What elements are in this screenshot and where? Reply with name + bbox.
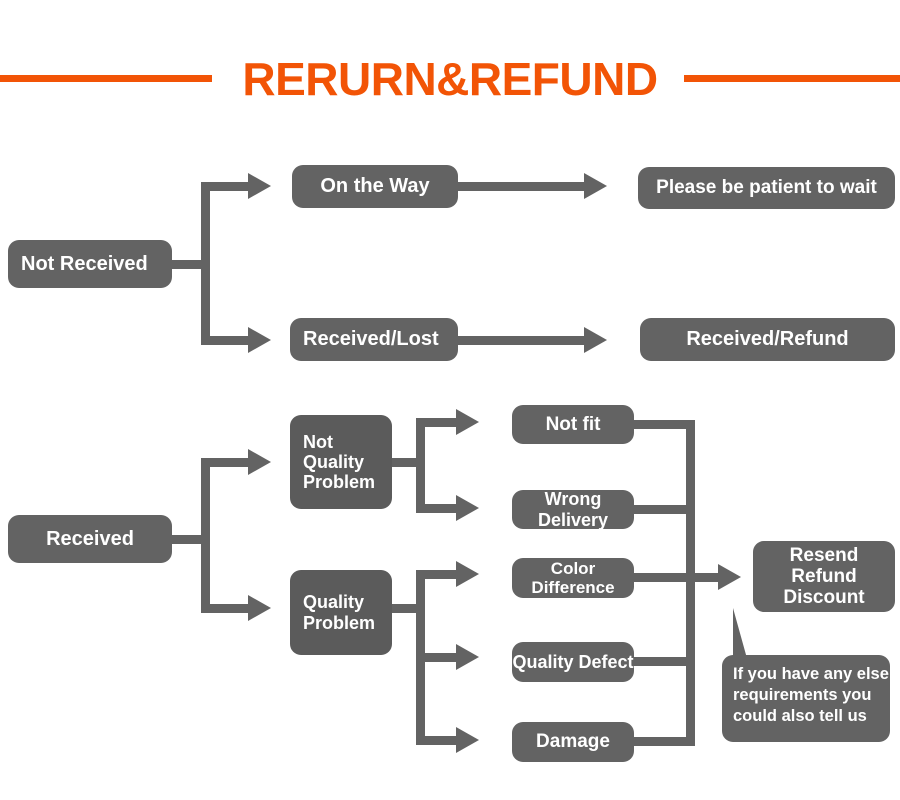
- page-header: RERURN&REFUND: [0, 48, 900, 108]
- connector-not-fit-merge: [632, 420, 694, 429]
- connector-to-damage: [416, 736, 458, 745]
- connector-to-wrong-delivery: [416, 504, 458, 513]
- connector-damage-merge: [632, 737, 694, 746]
- connector-to-color-difference: [416, 570, 458, 579]
- connector-on-the-way-to-result: [456, 182, 586, 191]
- outcome-line1: Resend: [789, 544, 859, 566]
- connector-received-lost-to-result: [456, 336, 586, 345]
- arrowhead-to-color-difference: [456, 561, 479, 587]
- connector-to-quality-problem: [201, 604, 249, 613]
- node-not-quality-problem-line1: Not: [303, 431, 333, 452]
- arrowhead-to-quality-defect: [456, 644, 479, 670]
- arrowhead-to-outcome: [718, 564, 741, 590]
- node-not-quality-problem-line3: Problem: [303, 472, 376, 493]
- node-damage[interactable]: Damage: [512, 722, 634, 762]
- outcome-line2: Refund: [791, 565, 857, 587]
- connector-to-on-the-way: [201, 182, 249, 191]
- node-quality-problem[interactable]: Quality Problem: [290, 570, 392, 655]
- node-received-refund[interactable]: Received/Refund: [640, 318, 895, 361]
- node-not-received[interactable]: Not Received: [8, 240, 172, 288]
- connector-to-quality-defect: [416, 653, 458, 662]
- title-rule-left: [0, 75, 212, 82]
- connector-to-received-lost: [201, 336, 249, 345]
- connector-to-not-fit: [416, 418, 458, 427]
- node-please-be-patient-to-wait[interactable]: Please be patient to wait: [638, 167, 895, 209]
- node-on-the-way[interactable]: On the Way: [292, 165, 458, 208]
- connector-received-bus: [201, 458, 210, 613]
- connector-outcome-merge-bus: [686, 420, 695, 746]
- callout-bubble[interactable]: If you have any else requirements you co…: [722, 655, 890, 742]
- node-not-fit[interactable]: Not fit: [512, 405, 634, 444]
- node-not-quality-problem-line2: Quality: [303, 451, 365, 472]
- node-quality-problem-line1: Quality: [303, 592, 365, 613]
- callout-line1: If you have any else: [733, 665, 889, 683]
- node-quality-defect[interactable]: Quality Defect: [512, 642, 634, 682]
- connector-not-received-stem: [170, 260, 210, 269]
- node-quality-problem-line2: Problem: [303, 612, 376, 633]
- connector-nqp-bus: [416, 418, 425, 513]
- connector-to-outcome: [686, 573, 720, 582]
- connector-received-stem: [170, 535, 210, 544]
- connector-not-received-bus: [201, 182, 210, 345]
- connector-to-not-quality-problem: [201, 458, 249, 467]
- callout-line2: requirements you: [733, 686, 872, 705]
- title-rule-right: [684, 75, 900, 82]
- arrowhead-to-wrong-delivery: [456, 495, 479, 521]
- arrowhead-to-received-refund: [584, 327, 607, 353]
- arrowhead-to-not-quality-problem: [248, 449, 271, 475]
- outcome-line3: Discount: [783, 587, 865, 609]
- arrowhead-to-quality-problem: [248, 595, 271, 621]
- node-color-difference[interactable]: Color Difference: [512, 558, 634, 598]
- arrowhead-to-on-the-way: [248, 173, 271, 199]
- callout-line3: could also tell us: [733, 707, 867, 726]
- connector-qp-stem: [390, 604, 425, 613]
- connector-quality-defect-merge: [632, 657, 694, 666]
- arrowhead-to-please-be-patient: [584, 173, 607, 199]
- node-not-quality-problem[interactable]: Not Quality Problem: [290, 415, 392, 509]
- arrowhead-to-not-fit: [456, 409, 479, 435]
- page-title: RERURN&REFUND: [242, 53, 658, 105]
- connector-wrong-delivery-merge: [632, 505, 694, 514]
- node-wrong-delivery[interactable]: Wrong Delivery: [512, 489, 634, 530]
- connector-color-difference-merge: [632, 573, 694, 582]
- node-resend-refund-discount[interactable]: Resend Refund Discount: [753, 541, 895, 612]
- arrowhead-to-damage: [456, 727, 479, 753]
- node-received-lost[interactable]: Received/Lost: [290, 318, 458, 361]
- connector-nqp-stem: [390, 458, 425, 467]
- arrowhead-to-received-lost: [248, 327, 271, 353]
- node-received[interactable]: Received: [8, 515, 172, 563]
